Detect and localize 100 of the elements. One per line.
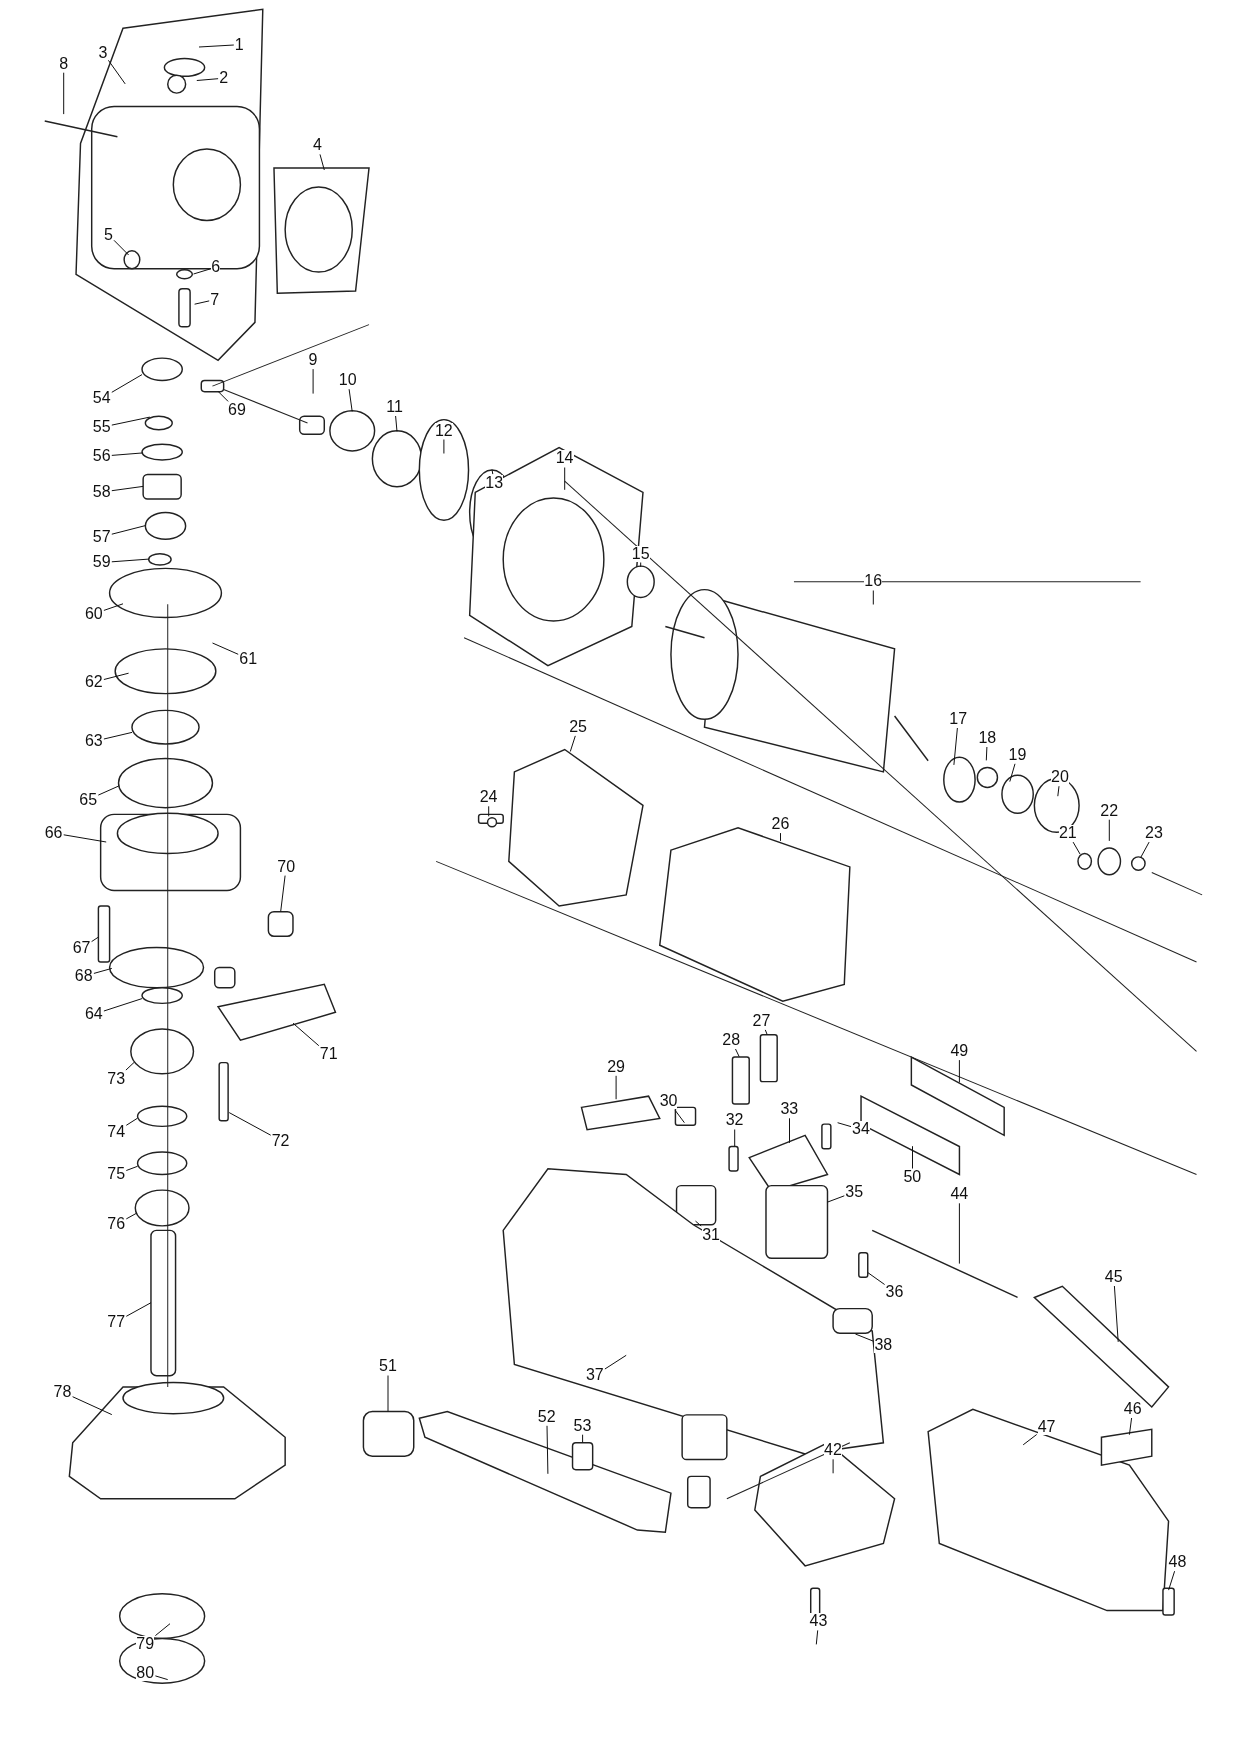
callout-number: 5 [103,226,113,243]
leader-line [111,525,146,535]
callout-number: 17 [949,711,968,727]
callout-number: 8 [59,55,69,72]
leader-line [125,1117,138,1126]
leader-line [872,590,874,605]
callout-number: 53 [573,1417,592,1434]
callout-number: 29 [607,1058,625,1075]
leader-line [674,1110,685,1124]
callout-number: 47 [1037,1418,1056,1435]
leader-line [695,1220,702,1227]
callout-number: 70 [277,858,296,875]
callout-number: 1 [234,36,244,53]
leader-line [735,1048,740,1058]
leader-line [443,439,445,454]
leader-line [582,1434,584,1443]
callout-number: 25 [569,718,587,735]
leader-line [854,1333,874,1342]
callout-number: 19 [1008,746,1027,763]
leader-line [97,785,119,796]
leader-line [615,1075,617,1100]
callout-number: 61 [239,650,258,667]
leader-line [217,390,229,402]
leader-line [832,1458,834,1474]
callout-number: 31 [702,1226,720,1243]
callout-number: 60 [84,605,103,622]
leader-line [640,562,642,568]
leader-line [125,1212,137,1220]
leader-line [953,727,958,766]
leader-line [546,1425,549,1475]
leader-line [103,672,130,680]
callout-number: 72 [271,1132,290,1149]
leader-line [387,1375,389,1412]
leader-line [111,416,151,426]
leader-line [91,936,99,943]
leader-line [154,1675,169,1681]
callout-number: 20 [1051,769,1069,786]
leader-line [569,735,576,752]
leader-line [348,388,353,412]
leader-line [194,300,210,305]
callout-number: 22 [1100,802,1119,819]
callout-number: 30 [659,1093,678,1110]
leader-line [912,1145,913,1169]
leader-line [111,485,144,492]
leader-line [780,832,781,842]
leader-line [1108,819,1110,842]
callout-number: 58 [92,484,111,500]
leader-line [103,998,143,1012]
leader-line [958,1059,960,1083]
callout-number: 27 [752,1012,771,1029]
callout-number: 28 [722,1031,741,1048]
leader-line [113,239,130,256]
callout-number: 3 [98,44,108,61]
callout-number: 77 [107,1313,126,1330]
leader-line [154,1623,171,1637]
leader-line [985,746,988,761]
callout-number: 46 [1123,1400,1142,1417]
callout-number: 45 [1104,1269,1123,1285]
leader-line [1113,1285,1119,1343]
leader-line [491,469,494,475]
leader-line [125,1061,135,1071]
leader-line [789,1117,790,1144]
leader-line [395,415,398,433]
leader-line [72,1396,113,1416]
leader-line [228,1112,272,1136]
leader-line [1022,1434,1038,1446]
leader-line [734,1129,736,1147]
leader-line [111,374,143,393]
leader-line [212,642,239,655]
leader-line [1128,1417,1133,1436]
leader-line [319,153,325,171]
leader-line [1057,785,1060,797]
leader-line [111,558,150,563]
leader-line [125,1165,138,1171]
leader-line [196,78,219,81]
callout-number: 7 [210,291,220,308]
leader-line [198,44,235,48]
leader-line [1140,841,1150,859]
leader-line [125,1302,152,1317]
leader-line [564,467,566,491]
leader-line [103,731,133,740]
callout-number: 42 [824,1442,842,1459]
callout-number: 52 [537,1408,556,1425]
leader-line [604,1354,627,1370]
leader-line [1009,763,1016,783]
leader-line [93,967,113,974]
leader-line [111,452,144,456]
leader-line [63,834,107,843]
leader-line [958,1202,960,1265]
callout-number: 57 [92,528,111,545]
callout-number: 74 [107,1123,126,1140]
leader-line [827,1195,845,1203]
callout-number: 65 [79,791,98,808]
leader-line [1168,1570,1176,1591]
leader-line [280,875,286,912]
leader-line [867,1272,886,1285]
leader-line [488,805,490,817]
leader-line [837,1122,852,1128]
leader-line [63,72,65,115]
leader-line [1072,841,1081,855]
